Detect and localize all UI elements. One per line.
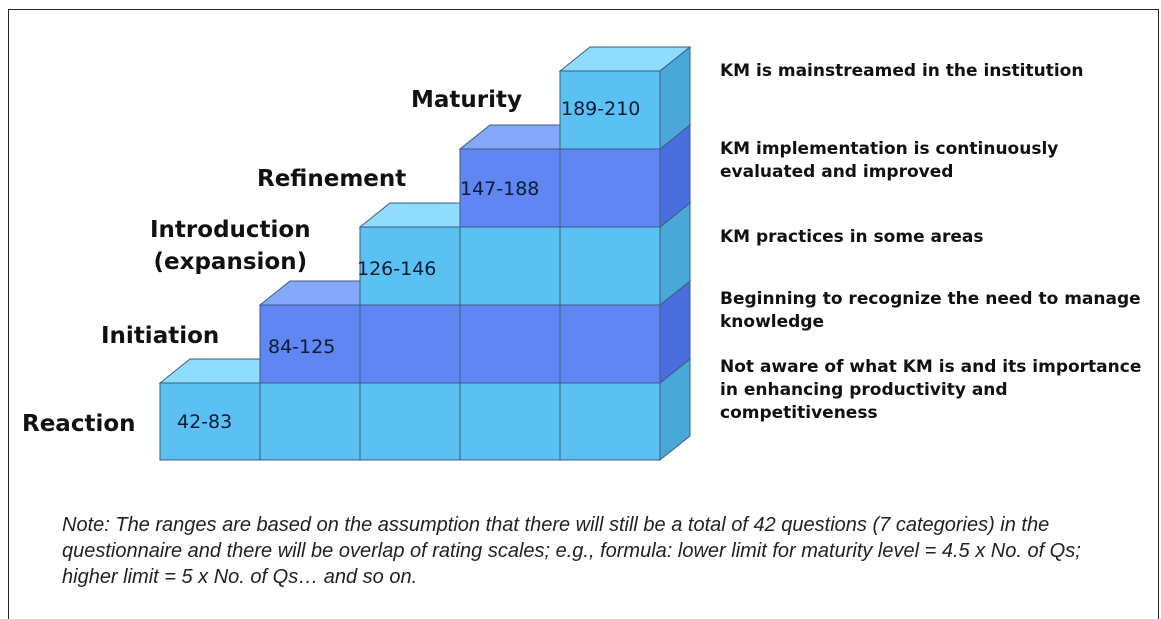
level-label-introduction-line2: (expansion) xyxy=(153,249,308,275)
description-refinement: KM implementation is continuously evalua… xyxy=(720,139,1059,182)
cube-front-r3-c4 xyxy=(559,148,661,228)
cube-front-r1-c2 xyxy=(359,304,461,384)
description-introduction: KM practices in some areas xyxy=(720,227,984,247)
cube-front-r0-c1 xyxy=(259,382,361,461)
cube-front-r0-c4 xyxy=(559,382,661,461)
level-label-introduction-line1: Introduction xyxy=(150,217,311,243)
cube-front-r2-c4 xyxy=(559,226,661,306)
cube-front-r0-c3 xyxy=(459,382,561,461)
description-initiation: Beginning to recognize the need to manag… xyxy=(720,289,1141,332)
range-label-maturity: 189-210 xyxy=(561,98,641,120)
level-label-maturity: Maturity xyxy=(411,87,522,113)
cube-side-r4 xyxy=(659,45,691,151)
range-label-introduction: 126-146 xyxy=(357,258,437,280)
range-label-initiation: 84-125 xyxy=(268,336,336,358)
figure-frame xyxy=(8,9,1159,619)
range-label-refinement: 147-188 xyxy=(460,178,540,200)
description-maturity: KM is mainstreamed in the institution xyxy=(720,61,1084,81)
range-label-reaction: 42-83 xyxy=(177,411,233,433)
level-label-refinement: Refinement xyxy=(257,166,407,192)
cube-front-r1-c4 xyxy=(559,304,661,384)
level-label-initiation: Initiation xyxy=(101,323,220,349)
level-label-introduction: Introduction (expansion) xyxy=(150,214,311,278)
description-reaction: Not aware of what KM is and its importan… xyxy=(720,357,1142,423)
level-label-reaction: Reaction xyxy=(22,411,136,437)
footnote: Note: The ranges are based on the assump… xyxy=(62,514,1081,588)
cube-front-r1-c3 xyxy=(459,304,561,384)
cube-front-r0-c2 xyxy=(359,382,461,461)
cube-front-r2-c3 xyxy=(459,226,561,306)
